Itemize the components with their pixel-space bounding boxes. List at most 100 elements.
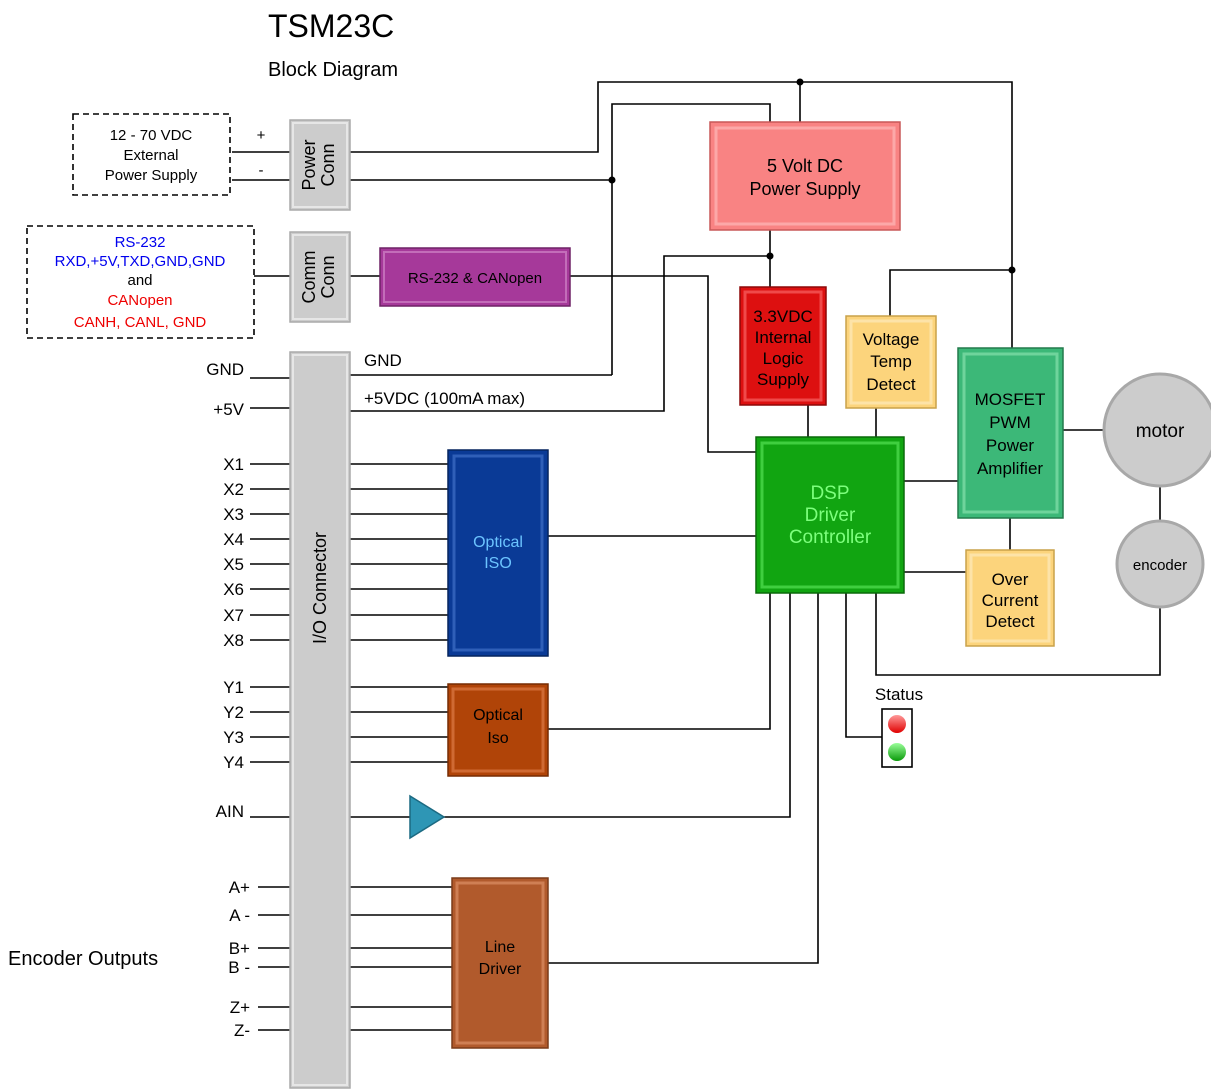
encoder-pin-label: B+ [229, 939, 250, 958]
comm-rs232-label: RS-232 [115, 234, 166, 251]
comm-canopen-label: CANopen [107, 292, 172, 309]
five-volt-supply-block [709, 121, 901, 231]
over-current-label-1: Over [992, 570, 1029, 589]
comm-source-box [26, 225, 255, 339]
over-current-block [965, 549, 1055, 647]
output-pin-label: Y3 [223, 728, 244, 747]
mosfet-amplifier-block [957, 347, 1064, 519]
logic-label-3: Logic [763, 349, 804, 368]
logic-supply-block [739, 286, 827, 406]
five-volt-label-2: Power Supply [749, 179, 860, 199]
logic-label-1: 3.3VDC [753, 307, 813, 326]
input-pin-label: X4 [223, 530, 244, 549]
optical-iso-out-block [447, 683, 549, 777]
wire-status [845, 593, 882, 738]
rs232-canopen-label: RS-232 & CANopen [408, 270, 542, 287]
power-plus-label: + [257, 127, 266, 144]
v5-pin-label: +5V [213, 400, 244, 419]
wire-optout-dsp [548, 593, 771, 730]
comm-conn-block [289, 231, 351, 323]
v5-line-label: +5VDC (100mA max) [364, 389, 525, 408]
input-pin-label: X8 [223, 631, 244, 650]
wire-vt-mosfet [889, 269, 1012, 316]
optical-iso-out-label-2: Iso [487, 730, 508, 747]
line-driver-label-2: Driver [479, 961, 522, 978]
gnd-line-label: GND [364, 351, 402, 370]
voltage-temp-label-3: Detect [866, 375, 915, 394]
junction-dot [796, 78, 804, 86]
output-pin-label: Y4 [223, 753, 244, 772]
dsp-controller-block [755, 436, 905, 594]
io-pin-stubs [250, 463, 452, 1031]
optical-iso-in-label-2: ISO [484, 555, 512, 572]
over-current-label-3: Detect [985, 612, 1034, 631]
diagram-title: TSM23C [268, 8, 394, 44]
input-pin-label: X1 [223, 455, 244, 474]
junction-dot [766, 252, 774, 260]
motor-circle [1102, 372, 1211, 488]
encoder-circle [1115, 519, 1205, 609]
wire-power-plus [350, 81, 1013, 348]
power-conn-label-2: Conn [318, 143, 338, 186]
input-pin-label: X5 [223, 555, 244, 574]
input-pin-label: X7 [223, 606, 244, 625]
encoder-pin-label: A+ [229, 878, 250, 897]
power-minus-label: - [259, 162, 264, 179]
logic-label-4: Supply [757, 370, 809, 389]
encoder-pin-label: A - [229, 906, 250, 925]
ain-pin-label: AIN [216, 802, 244, 821]
status-red-led-icon [888, 715, 906, 733]
encoder-pin-label: Z+ [230, 998, 250, 1017]
junction-dot [1008, 266, 1016, 274]
comm-rs232-pins: RXD,+5V,TXD,GND,GND [55, 253, 226, 270]
mosfet-label-1: MOSFET [975, 390, 1046, 409]
optical-iso-out-label-1: Optical [473, 707, 523, 724]
voltage-temp-block [845, 315, 937, 409]
comm-conn-label-2: Conn [318, 255, 338, 298]
power-conn-block [289, 119, 351, 211]
logic-label-2: Internal [755, 328, 812, 347]
encoder-outputs-label: Encoder Outputs [8, 948, 158, 970]
comm-and-label: and [127, 272, 152, 289]
comm-conn-label-1: Comm [299, 251, 319, 304]
io-connector-label: I/O Connector [310, 532, 330, 644]
input-pin-label: X6 [223, 580, 244, 599]
output-pin-label: Y1 [223, 678, 244, 697]
voltage-temp-label-1: Voltage [863, 330, 920, 349]
ext-supply-line-1: 12 - 70 VDC [110, 127, 193, 144]
external-power-supply-box [72, 113, 231, 196]
encoder-pin-label: Z- [234, 1021, 250, 1040]
dsp-label-3: Controller [789, 527, 872, 548]
over-current-label-2: Current [982, 591, 1039, 610]
rs232-canopen-block [379, 247, 571, 307]
wire-rs232-dsp [570, 275, 756, 453]
status-green-led-icon [888, 743, 906, 761]
mosfet-label-2: PWM [989, 413, 1031, 432]
encoder-pin-label: B - [228, 958, 250, 977]
line-driver-label-1: Line [485, 939, 515, 956]
status-label: Status [875, 685, 923, 704]
wire-5v-io [350, 255, 770, 412]
five-volt-label-1: 5 Volt DC [767, 156, 843, 176]
mosfet-label-3: Power [986, 436, 1035, 455]
junctions [608, 78, 1016, 274]
junction-dot [608, 176, 616, 184]
dsp-label-1: DSP [810, 483, 849, 504]
encoder-pin-labels: A+ A - B+B - Z+ Z- [228, 878, 250, 1040]
input-pin-label: X2 [223, 480, 244, 499]
diagram-subtitle: Block Diagram [268, 59, 398, 81]
wire-gnd-bus [611, 103, 771, 375]
wires [232, 81, 1161, 964]
ain-buffer-triangle [409, 794, 446, 840]
power-conn-label-1: Power [299, 139, 319, 190]
encoder-label: encoder [1133, 557, 1187, 574]
io-connector-block [289, 351, 351, 1089]
wire-linedriver-dsp [548, 593, 819, 964]
optical-iso-in-label-1: Optical [473, 534, 523, 551]
ext-supply-line-2: External [123, 147, 178, 164]
wire-ain-dsp [444, 593, 791, 818]
ext-supply-line-3: Power Supply [105, 167, 198, 184]
